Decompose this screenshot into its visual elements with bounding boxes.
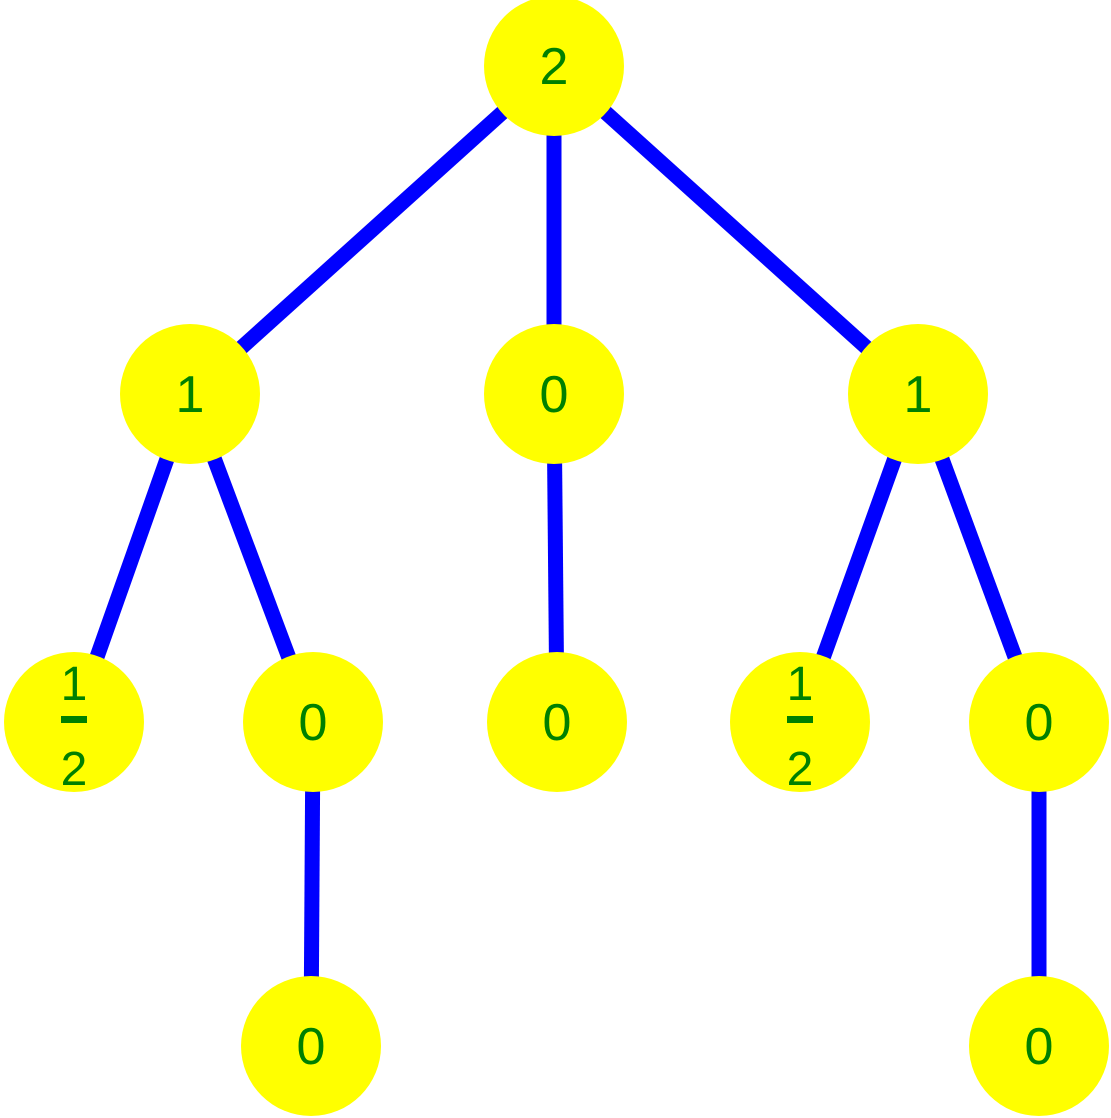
tree-node-label: 2 — [540, 38, 569, 96]
tree-node-label: 0 — [297, 1018, 326, 1076]
fraction-bar — [61, 716, 87, 723]
tree-node-mid — [484, 324, 624, 464]
tree-node-bottom-left-zero — [241, 976, 381, 1116]
tree-node-mid-zero — [487, 652, 627, 792]
tree-node-label: 0 — [540, 366, 569, 424]
tree-node-left — [120, 324, 260, 464]
tree-node-left-zero — [243, 652, 383, 792]
tree-node-root — [484, 0, 624, 136]
tree-node-label: 0 — [543, 694, 572, 752]
tree-node-label: 0 — [1025, 694, 1054, 752]
tree-node-label-numerator: 1 — [61, 658, 88, 711]
fraction-bar — [787, 716, 813, 723]
tree-node-label: 1 — [904, 366, 933, 424]
tree-edge-root-left — [184, 60, 560, 400]
tree-node-label: 0 — [299, 694, 328, 752]
tree-node-right — [848, 324, 988, 464]
tree-node-bottom-right-zero — [969, 976, 1109, 1116]
tree-node-label-denominator: 2 — [787, 743, 814, 796]
tree-node-label-denominator: 2 — [61, 743, 88, 796]
tree-edge-root-right — [548, 60, 924, 400]
tree-node-label-numerator: 1 — [787, 658, 814, 711]
tree-node-right-zero — [969, 652, 1109, 792]
tree-node-label: 1 — [176, 366, 205, 424]
tree-node-label: 0 — [1025, 1018, 1054, 1076]
